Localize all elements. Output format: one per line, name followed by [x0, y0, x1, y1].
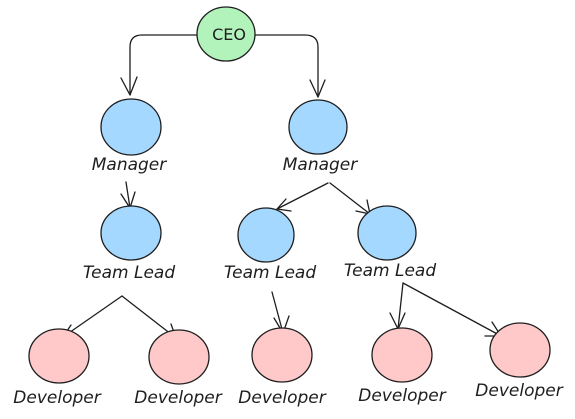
edges [62, 34, 502, 339]
node-team-lead-3[interactable]: Team Lead [344, 205, 436, 281]
arrowhead-manager-left [120, 76, 138, 96]
ceo-label: CEO [212, 25, 246, 44]
edge-manager-right-teamlead-2 [276, 182, 329, 210]
node-developer-5[interactable]: Developer [475, 322, 564, 401]
developer-2-label: Developer [134, 388, 222, 408]
node-developer-2[interactable]: Developer [134, 329, 223, 408]
node-team-lead-2[interactable]: Team Lead [224, 207, 316, 283]
developer-2-ellipse [148, 329, 210, 385]
node-team-lead-1[interactable]: Team Lead [83, 205, 175, 283]
edge-ceo-manager-right [253, 34, 319, 98]
developer-3-label: Developer [238, 388, 326, 408]
arrowhead-teamlead-2 [276, 198, 292, 212]
node-developer-3[interactable]: Developer [238, 327, 327, 408]
developer-5-label: Developer [475, 381, 563, 401]
node-ceo[interactable]: CEO [196, 6, 256, 62]
team-lead-1-ellipse [100, 205, 162, 261]
developer-3-ellipse [251, 327, 313, 383]
team-lead-3-ellipse [357, 205, 417, 261]
team-lead-2-ellipse [237, 207, 295, 263]
manager-left-label: Manager [92, 155, 168, 175]
ceo-ellipse [196, 6, 256, 62]
team-lead-3-label: Team Lead [344, 261, 436, 281]
developer-1-ellipse [28, 328, 90, 384]
manager-right-label: Manager [283, 155, 359, 175]
developer-5-ellipse [489, 322, 551, 378]
team-lead-2-label: Team Lead [224, 263, 316, 283]
node-manager-left[interactable]: Manager [92, 98, 168, 175]
edge-teamlead-2-developer-3 [271, 291, 284, 334]
edge-teamlead-3-developer-5 [402, 282, 502, 337]
edge-ceo-manager-left [129, 34, 199, 96]
developer-4-label: Developer [358, 386, 446, 406]
arrowhead-manager-right [309, 79, 326, 98]
edge-manager-left-teamlead-1 [125, 181, 131, 209]
developer-4-ellipse [371, 327, 433, 383]
edge-manager-right-teamlead-3 [329, 182, 371, 215]
developer-1-label: Developer [13, 388, 101, 408]
team-lead-1-label: Team Lead [83, 263, 175, 283]
manager-right-ellipse [288, 99, 348, 155]
edge-teamlead-1-developer-1 [62, 295, 123, 338]
manager-left-ellipse [100, 98, 162, 156]
edge-teamlead-1-developer-2 [121, 295, 177, 339]
node-manager-right[interactable]: Manager [283, 99, 359, 175]
edge-teamlead-3-developer-4 [397, 282, 404, 330]
node-developer-1[interactable]: Developer [13, 328, 102, 408]
node-developer-4[interactable]: Developer [358, 327, 447, 406]
arrowhead-developer-4 [389, 312, 406, 330]
